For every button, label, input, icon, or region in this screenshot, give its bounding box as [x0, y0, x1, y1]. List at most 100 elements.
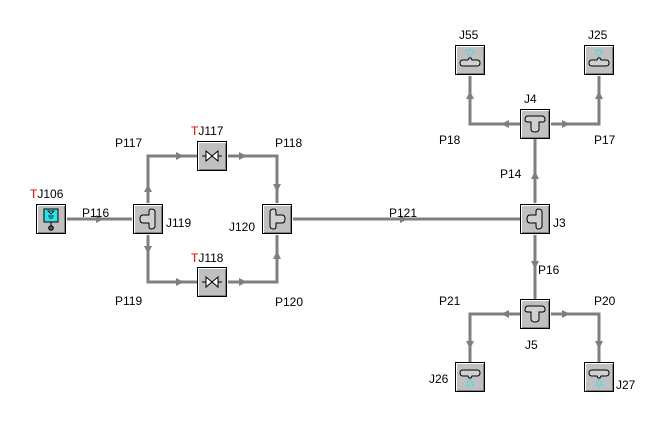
pipe-label: P21 — [439, 294, 461, 308]
node-tj117[interactable] — [197, 141, 227, 171]
pipe-label: P16 — [538, 263, 560, 277]
spray-nozzle-icon — [588, 49, 610, 67]
node-j119[interactable] — [133, 204, 163, 234]
node-label: TJ106 — [30, 187, 63, 201]
pipe-p14[interactable] — [531, 139, 539, 203]
flow-arrow-icon — [595, 91, 603, 99]
node-label-name: J4 — [524, 92, 537, 106]
node-label-name: J106 — [37, 187, 64, 201]
tee-junction-icon — [524, 115, 546, 133]
node-label-name: J27 — [616, 378, 636, 392]
flow-arrow-icon — [466, 91, 474, 99]
node-j55[interactable] — [455, 45, 485, 75]
flow-arrow-icon — [273, 251, 281, 259]
node-label: J4 — [524, 92, 537, 106]
pipe-p16[interactable] — [531, 235, 539, 299]
pipe-line[interactable] — [146, 235, 197, 284]
node-j26[interactable] — [455, 362, 485, 392]
node-label: J120 — [229, 220, 255, 234]
node-label-name: J55 — [459, 28, 479, 42]
pipe-line[interactable] — [468, 76, 520, 126]
flow-arrow-icon — [273, 184, 281, 192]
flow-arrow-icon — [96, 215, 104, 223]
spray-nozzle-icon — [459, 49, 481, 67]
node-label: J3 — [553, 216, 566, 230]
pipe-line[interactable] — [228, 235, 279, 284]
node-label-prefix: T — [191, 124, 199, 138]
node-label: J25 — [588, 28, 607, 42]
flow-arrow-icon — [531, 261, 539, 269]
pipe-p21[interactable] — [466, 310, 520, 362]
pipe-label: P118 — [275, 136, 303, 150]
tee-junction-icon — [526, 208, 543, 230]
node-label-prefix: T — [30, 187, 38, 201]
node-label: TJ118 — [191, 251, 223, 265]
flow-arrow-icon — [239, 152, 247, 160]
node-j4[interactable] — [520, 109, 550, 139]
flow-arrow-icon — [562, 310, 570, 318]
node-tj106[interactable] — [36, 204, 66, 234]
node-j27[interactable] — [584, 362, 614, 392]
node-label: J119 — [166, 216, 191, 230]
pipe-label: P117 — [115, 136, 143, 150]
pipe-p20[interactable] — [551, 310, 603, 362]
pipe-label: P121 — [389, 206, 418, 220]
pipe-p18[interactable] — [466, 76, 520, 128]
flow-arrow-icon — [531, 171, 539, 179]
flow-arrow-icon — [501, 310, 509, 318]
node-label: J55 — [459, 28, 478, 42]
flow-arrow-icon — [595, 341, 603, 349]
pipe-line[interactable] — [228, 154, 279, 203]
pipe-label: P20 — [594, 294, 616, 308]
node-j5[interactable] — [520, 299, 550, 329]
pipe-label: P116 — [82, 206, 110, 220]
pipe-label: P119 — [115, 294, 143, 308]
tee-junction-icon — [139, 208, 156, 230]
flow-arrow-icon — [239, 278, 247, 286]
valve-icon — [202, 149, 222, 163]
tee-junction-icon — [524, 305, 546, 323]
node-j3[interactable] — [520, 204, 550, 234]
pipe-p121[interactable] — [293, 215, 520, 223]
pipe-label: P18 — [439, 133, 461, 147]
valve-icon — [202, 275, 222, 289]
spray-nozzle-icon — [459, 369, 481, 387]
node-tj118[interactable] — [197, 267, 227, 297]
pipe-line[interactable] — [146, 154, 197, 203]
node-label-name: J3 — [553, 216, 566, 230]
pipe-p120[interactable] — [228, 235, 281, 286]
node-j25[interactable] — [584, 45, 614, 75]
pipe-label: P120 — [275, 295, 304, 309]
node-label: TJ117 — [191, 124, 223, 138]
node-label-name: J5 — [525, 338, 538, 352]
pipe-label: P14 — [500, 167, 522, 181]
node-label: J5 — [525, 338, 538, 352]
flow-arrow-icon — [144, 246, 152, 254]
node-j120[interactable] — [262, 204, 292, 234]
node-label-name: J117 — [198, 124, 224, 138]
pipe-label: P17 — [594, 133, 616, 147]
tank-icon — [43, 208, 59, 231]
pipe-p116[interactable] — [67, 215, 132, 223]
node-label-name: J118 — [198, 251, 224, 265]
pipe-p117[interactable] — [144, 152, 197, 203]
pipe-p17[interactable] — [551, 76, 603, 128]
pipe-line[interactable] — [551, 76, 601, 126]
flow-arrow-icon — [176, 278, 184, 286]
pipe-line[interactable] — [468, 312, 520, 362]
pipe-p118[interactable] — [228, 152, 281, 203]
flow-arrow-icon — [176, 152, 184, 160]
flow-arrow-icon — [501, 120, 509, 128]
node-label-name: J119 — [166, 216, 192, 230]
pipe-p119[interactable] — [144, 235, 197, 286]
node-label-name: J25 — [588, 28, 608, 42]
spray-nozzle-icon — [588, 369, 610, 387]
pipe-line[interactable] — [551, 312, 601, 362]
flow-arrow-icon — [562, 120, 570, 128]
node-label: J26 — [429, 372, 448, 386]
node-label-name: J120 — [229, 220, 256, 234]
flow-arrow-icon — [466, 341, 474, 349]
flow-arrow-icon — [144, 184, 152, 192]
node-label: J27 — [616, 378, 635, 392]
